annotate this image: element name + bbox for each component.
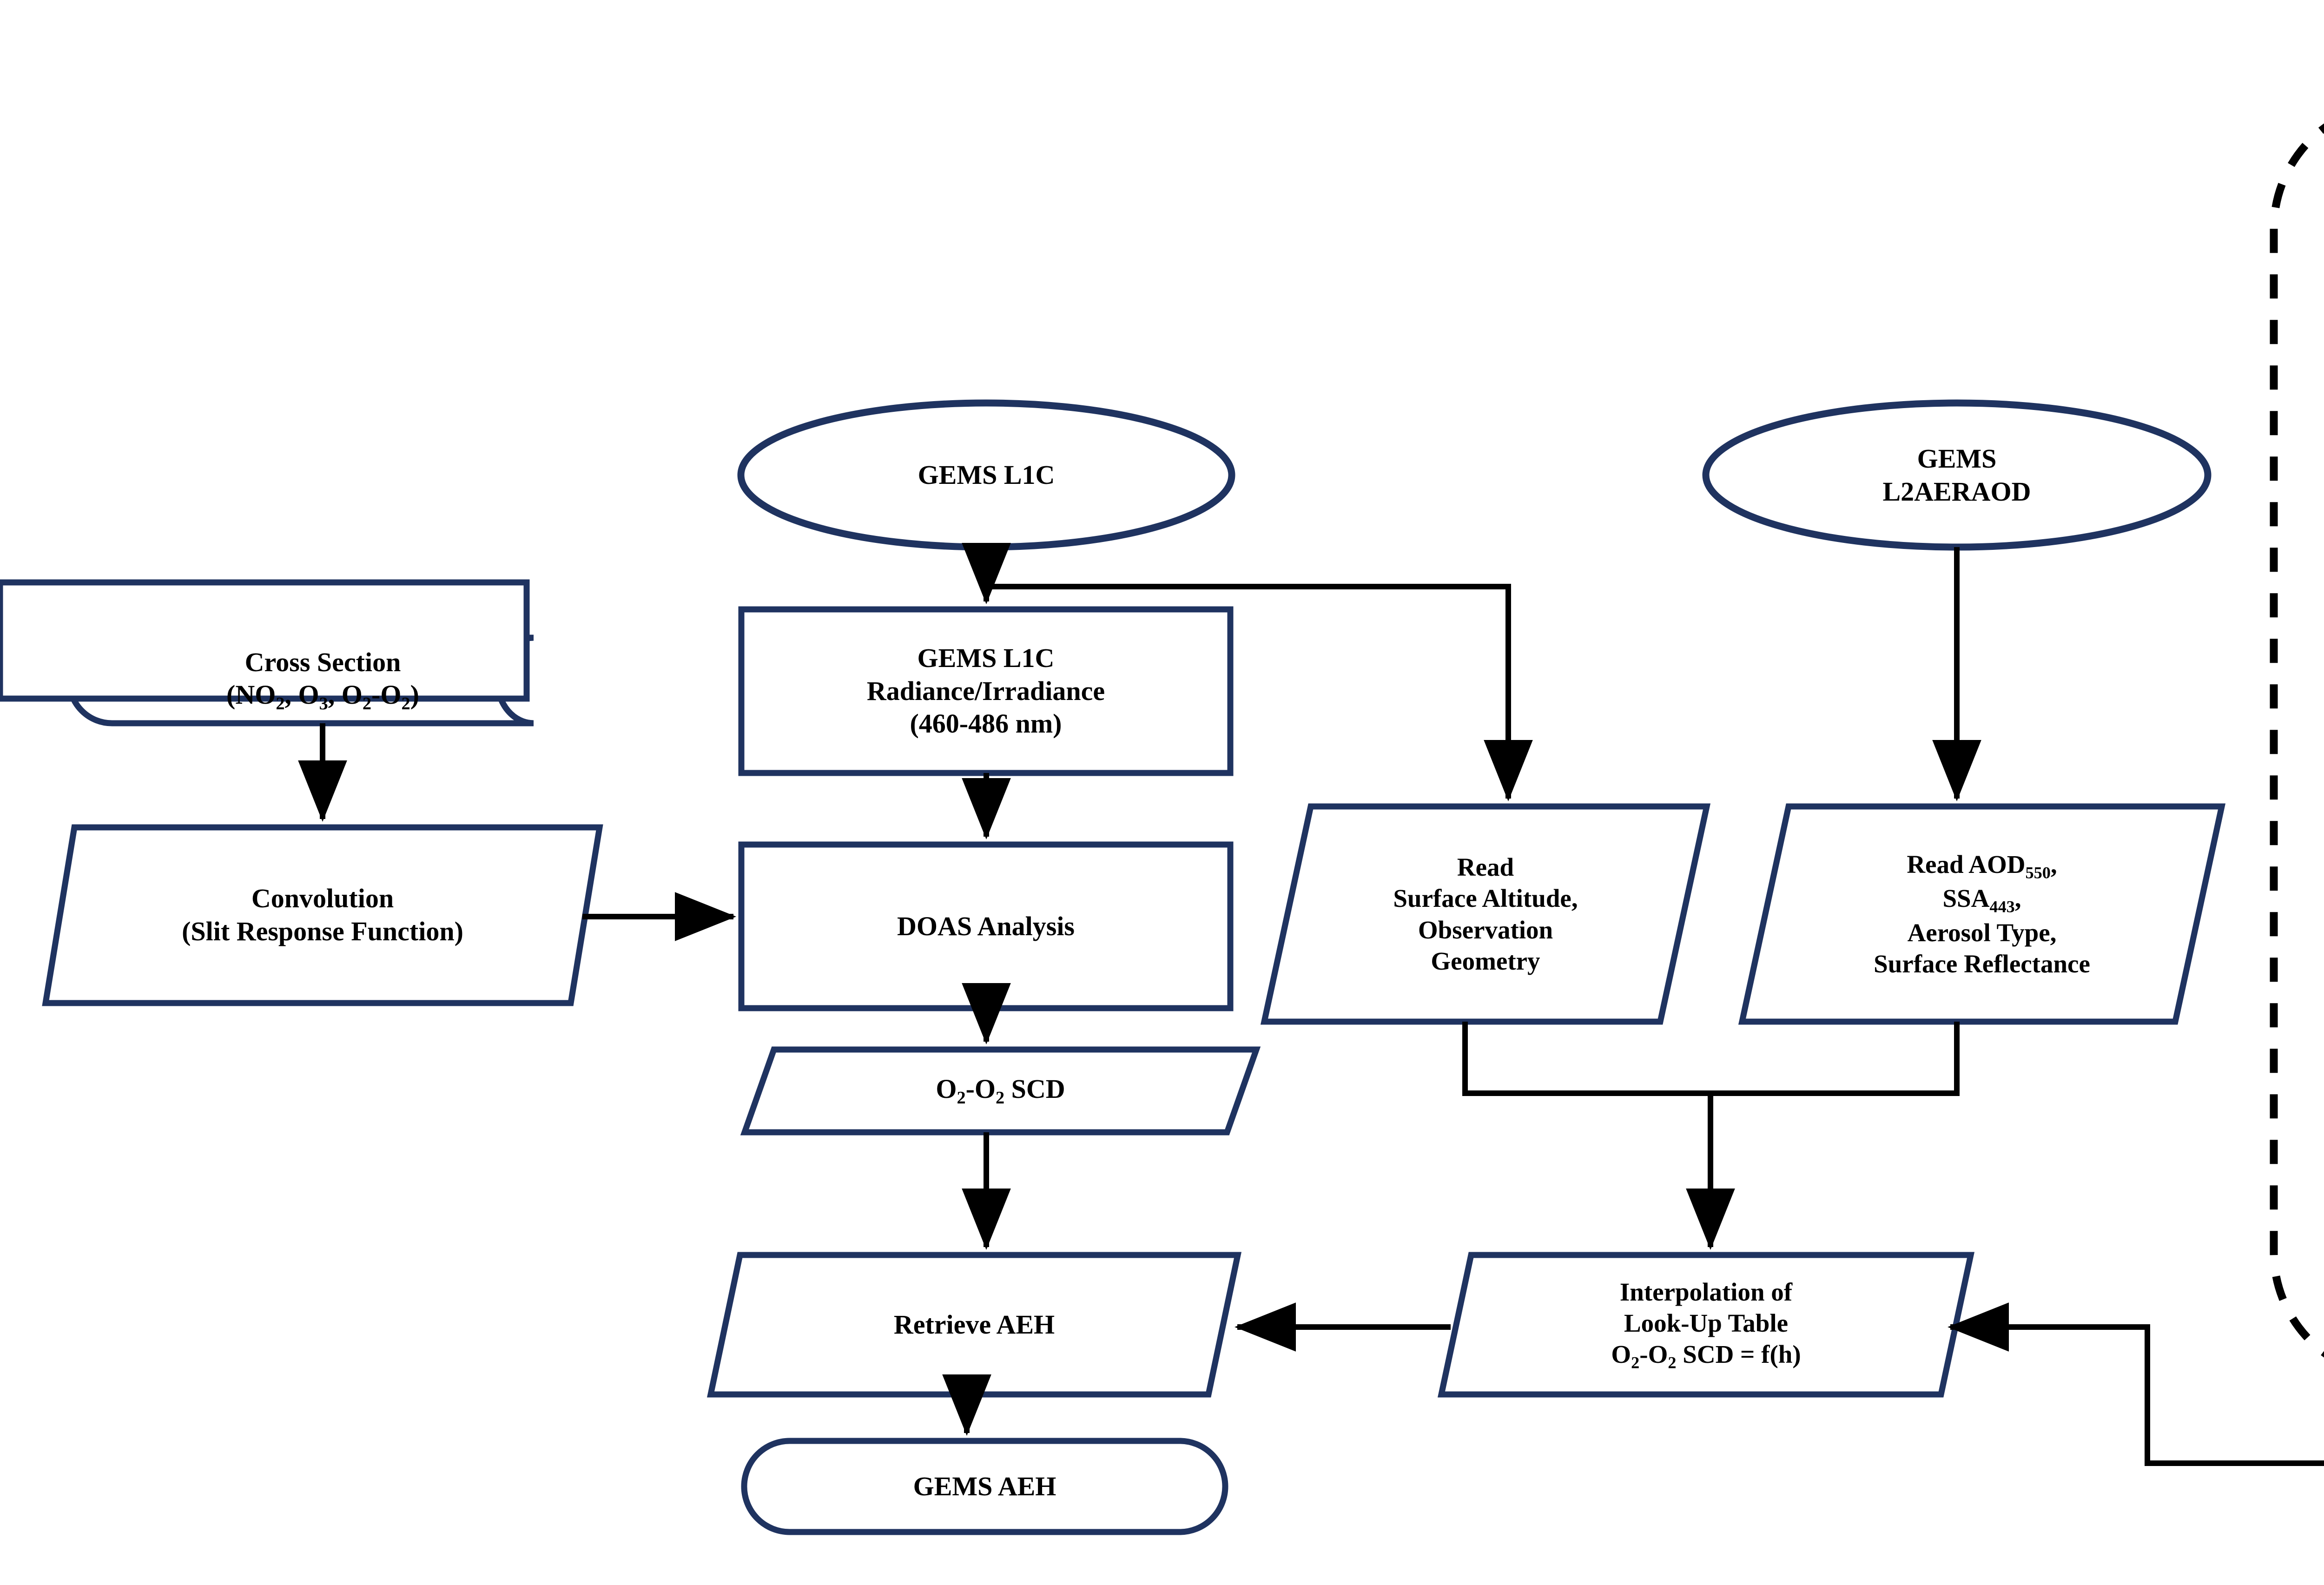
retrieve-aeh[interactable]: Retrieve AEH	[893, 1309, 1055, 1340]
offline-process-boundary	[2270, 123, 2324, 1358]
offline-process-label: Offline Process (Look-Up Table Calculati…	[2274, 7, 2324, 77]
gems-l1c-source[interactable]: GEMS L1C	[918, 459, 1055, 490]
edge-lut-interpolation	[1948, 1302, 2324, 1466]
read-aod-line3: Aerosol Type,	[1907, 918, 2057, 947]
read-surface-line3: Observation	[1418, 915, 1553, 944]
gems-l2aeraod-source[interactable]: GEMS L2AERAOD	[1706, 430, 2208, 521]
gems-l1c-data-line1: GEMS L1C	[917, 642, 1055, 673]
read-aod-shape	[1738, 803, 2226, 1025]
interpolation-lut-shape	[1437, 1252, 1975, 1398]
read-aod-line2: SSA443,	[1942, 884, 2021, 917]
interpolation-lut-line1: Interpolation of	[1619, 1277, 1793, 1306]
convolution-left-line2: (Slit Response Function)	[182, 916, 463, 946]
rtm-shape	[0, 579, 530, 702]
o2o2-scd-shape	[740, 1046, 1261, 1136]
read-surface-line4: Geometry	[1431, 946, 1540, 975]
read-aod-line1: Read AOD550,	[1907, 850, 2057, 882]
gems-l1c-data-line2: Radiance/Irradiance	[866, 675, 1105, 706]
gems-aeh-output[interactable]: GEMS AEH	[913, 1471, 1056, 1501]
gems-l1c-data[interactable]: GEMS L1C Radiance/Irradiance (460-486 nm…	[741, 609, 1230, 773]
read-aod[interactable]: Read AOD550, SSA443, Aerosol Type, Surfa…	[1742, 806, 2222, 1022]
interpolation-lut-line2: Look-Up Table	[1624, 1309, 1789, 1338]
read-aod-line4: Surface Reflectance	[1874, 950, 2090, 978]
doas-analysis-main[interactable]: DOAS Analysis	[897, 911, 1075, 941]
gems-aeh-output-shape	[741, 1438, 1228, 1535]
read-surface-line1: Read	[1457, 853, 1514, 882]
convolution-left[interactable]: Convolution (Slit Response Function)	[46, 827, 600, 1003]
read-surface-shape	[1260, 803, 1711, 1025]
read-surface[interactable]: Read Surface Altitude, Observation Geome…	[1264, 806, 1707, 1022]
offline-process-label-line1: Offline Process	[2274, 7, 2324, 42]
convolution-left-line1: Convolution	[251, 883, 394, 914]
cross-section-left[interactable]: Cross Section (NO2, O3, O2-O2)	[112, 638, 534, 723]
convolution-left-shape	[42, 824, 603, 1006]
retrieve-aeh-shape	[706, 1252, 1242, 1398]
interpolation-lut-line3: O2-O2 SCD = f(h)	[1611, 1340, 1801, 1372]
offline-process-label-line2: (Look-Up Table Calculation)	[2274, 42, 2324, 77]
o2o2-scd[interactable]: O2-O2 SCD	[745, 1050, 1256, 1132]
gems-l2aeraod-line1: GEMS	[1917, 443, 1997, 474]
read-surface-line2: Surface Altitude,	[1393, 884, 1578, 913]
interpolation-lut[interactable]: Interpolation of Look-Up Table O2-O2 SCD…	[1441, 1255, 1971, 1394]
gems-l1c-data-line3: (460-486 nm)	[910, 708, 1062, 739]
o2o2-scd-text: O2-O2 SCD	[936, 1074, 1065, 1108]
edge-l1csource-readsurface	[986, 584, 1533, 801]
gems-l2aeraod-line2: L2AERAOD	[1882, 476, 2031, 507]
cross-section-left-line2: (NO2, O3, O2-O2)	[226, 680, 419, 714]
cross-section-left-line1: Cross Section	[244, 647, 401, 677]
